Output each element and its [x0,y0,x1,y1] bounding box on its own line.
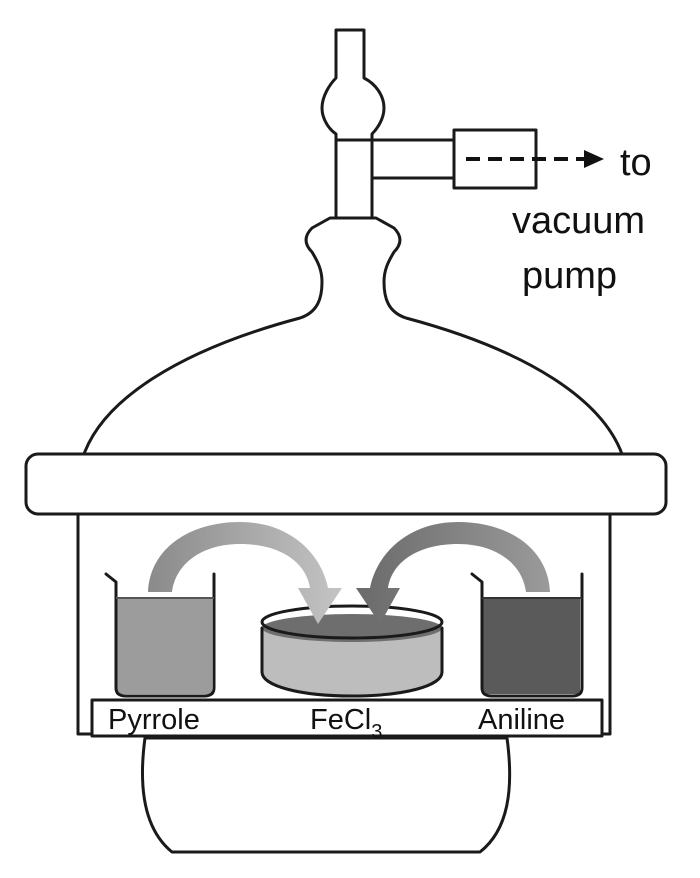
fecl3-dish [260,604,444,698]
vacuum-flow-arrow [466,150,604,168]
stopcock-tube [320,28,386,220]
desiccator-bowl [140,736,512,854]
label-fecl3: FeCl3 [310,704,382,743]
pump-label-vacuum: vacuum [512,200,645,242]
aniline-beaker [470,572,584,698]
pump-label-to: to [620,142,652,184]
pyrrole-vapor-arrow [148,522,342,624]
label-fecl3-subscript: 3 [371,721,382,743]
lid-flange [24,452,668,516]
label-fecl3-main: FeCl [310,704,371,736]
label-aniline: Aniline [478,704,565,736]
aniline-liquid [482,598,580,694]
pyrrole-liquid [116,598,212,694]
lid-dome [80,216,626,462]
pump-label-pump: pump [522,255,617,297]
pyrrole-beaker [104,572,216,698]
shelf-plate [90,698,604,738]
aniline-vapor-arrow [356,522,550,624]
label-pyrrole: Pyrrole [108,704,200,736]
